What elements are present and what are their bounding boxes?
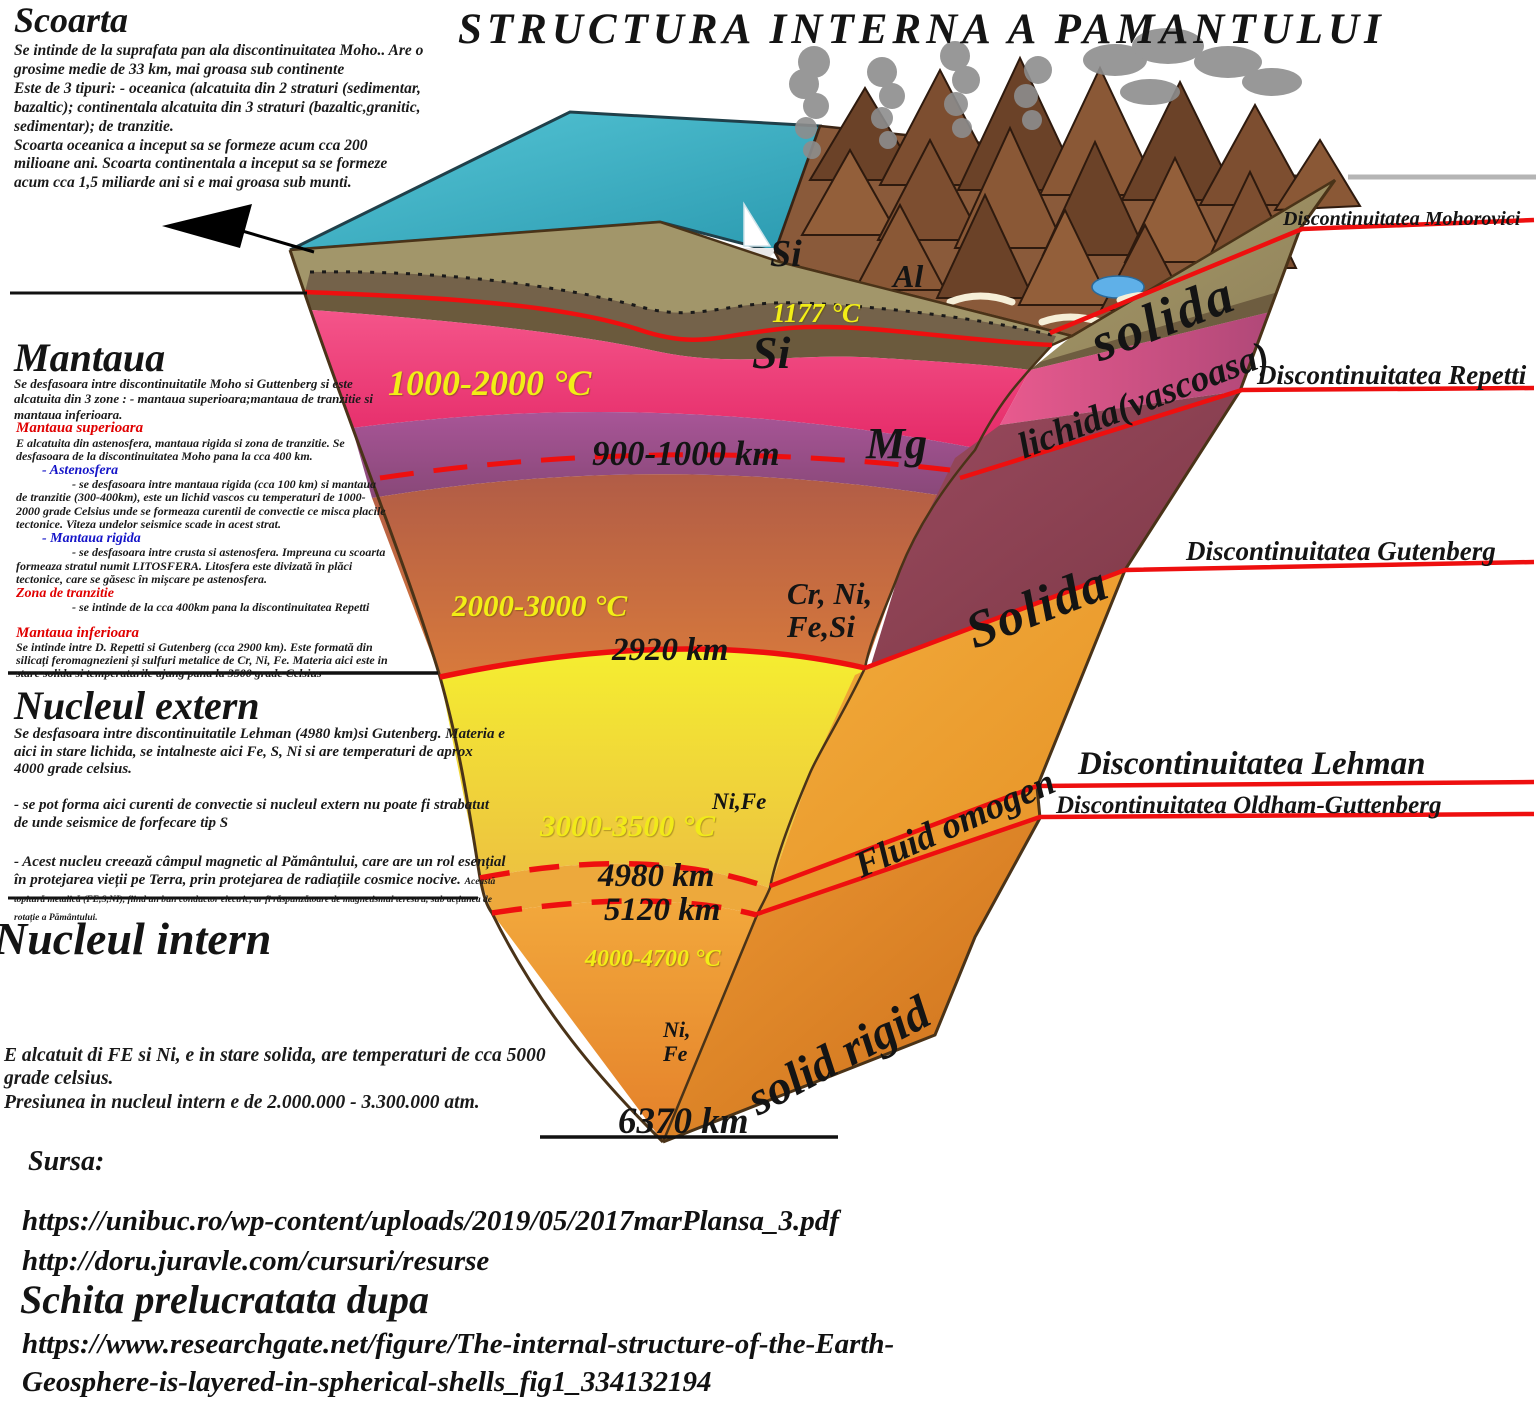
label-si-mantle: Si bbox=[752, 327, 791, 378]
depth-900-dashed bbox=[379, 452, 951, 481]
label-mg: Mg bbox=[866, 419, 928, 468]
label-depth-6370: 6370 km bbox=[618, 1101, 749, 1142]
label-depth-4980: 4980 km bbox=[598, 858, 715, 894]
mantaua-rigida-heading: - Mantaua rigida bbox=[42, 531, 141, 547]
sursa-url-1: https://unibuc.ro/wp-content/uploads/201… bbox=[22, 1205, 839, 1237]
nucleul-extern-heading: Nucleul extern bbox=[14, 683, 260, 728]
sursa-heading: Sursa: bbox=[28, 1146, 105, 1177]
right-face bbox=[663, 180, 1335, 1142]
label-discontinuitatea-lehman: Discontinuitatea Lehman bbox=[1078, 746, 1426, 782]
nucleul-intern-heading: Nucleul intern bbox=[0, 913, 272, 964]
red-lines bbox=[304, 217, 1535, 918]
sub-moho-band bbox=[305, 292, 1052, 370]
scoarta-p1: Se intinde de la suprafata pan ala disco… bbox=[14, 42, 424, 78]
label-discontinuitatea-gutenberg: Discontinuitatea Gutenberg bbox=[1186, 536, 1496, 566]
scoarta-heading: Scoarta bbox=[14, 0, 129, 40]
mantaua-inferioara-body: Se intinde intre D. Repetti si Gutenberg… bbox=[16, 640, 388, 681]
inner-core-cone bbox=[492, 900, 757, 1142]
scoarta-p2: Este de 3 tipuri: - oceanica (alcatuita … bbox=[14, 79, 421, 135]
moho-annotation-line bbox=[1049, 217, 1535, 336]
mantaua-details: Mantaua superioara E alcatuita din asten… bbox=[16, 420, 388, 681]
zona-tranzitie-body: - se intinde de la cca 400km pana la dis… bbox=[72, 600, 370, 615]
label-si-crust: Si bbox=[770, 233, 802, 275]
moho-front-line bbox=[304, 289, 1053, 348]
repetti-annotation-line bbox=[959, 385, 1535, 481]
scoarta-body: Se intinde de la suprafata pan ala disco… bbox=[14, 42, 426, 193]
crust-dotted-line bbox=[309, 270, 1057, 338]
nucleul-extern-p2: - se pot forma aici curenti de convectie… bbox=[14, 797, 489, 831]
gutenberg-annotation-line bbox=[864, 559, 1535, 671]
astenosphere-band bbox=[312, 310, 1030, 448]
sursa-url-3a: https://www.researchgate.net/figure/The-… bbox=[22, 1328, 895, 1360]
sursa-url-2: http://doru.juravle.com/cursuri/resurse bbox=[22, 1245, 490, 1277]
scoarta-arrow bbox=[162, 204, 315, 254]
nucleul-intern-body: E alcatuit di FE si Ni, e in stare solid… bbox=[4, 1044, 564, 1114]
label-temp-1000-2000: 1000-2000 °C bbox=[388, 363, 592, 403]
nucleul-extern-p1: Se desfasoara intre discontinuitatile Le… bbox=[14, 726, 505, 778]
mantaua-inferioara-heading: Mantaua inferioara bbox=[16, 624, 139, 641]
outer-core-band bbox=[440, 649, 865, 888]
label-discontinuitatea-repetti: Discontinuitatea Repetti bbox=[1257, 360, 1527, 390]
label-cr-ni-fe-si: Cr, Ni, Fe,Si bbox=[787, 576, 873, 644]
land-surface bbox=[773, 55, 1362, 509]
astenosfera-heading: - Astenosfera bbox=[42, 462, 119, 478]
depth-2920-line bbox=[439, 646, 866, 680]
page-title: STRUCTURA INTERNA A PAMANTULUI bbox=[458, 6, 1386, 53]
nucleul-intern-p1: E alcatuit di FE si Ni, e in stare solid… bbox=[4, 1045, 546, 1090]
label-depth-5120: 5120 km bbox=[604, 892, 721, 928]
nucleul-extern-body: Se desfasoara intre discontinuitatile Le… bbox=[14, 726, 506, 925]
label-temp-2000-3000: 2000-3000 °C bbox=[452, 588, 628, 623]
mantaua-rigida-body: - se desfasoara intre crusta si astenosf… bbox=[16, 545, 386, 586]
label-ni-fe-inner: Ni, Fe bbox=[663, 1017, 691, 1067]
reference-lines bbox=[8, 174, 1536, 1139]
scoarta-p3: Scoarta oceanica a inceput sa se formeze… bbox=[14, 136, 388, 192]
label-temp-1177: 1177 °C bbox=[772, 298, 861, 328]
mantaua-intro: Se desfasoara intre discontinuitatile Mo… bbox=[14, 376, 373, 422]
lehman-annotation-line bbox=[769, 779, 1535, 889]
label-discontinuitatea-mohorovici: Discontinuitatea Mohorovici bbox=[1283, 208, 1521, 230]
mantaua-superioara-heading: Mantaua superioara bbox=[16, 420, 144, 436]
nucleul-extern-p3-small: Această topitură metalică (FE,S,NI), fii… bbox=[14, 877, 496, 923]
nucleul-intern-p2: Presiunea in nucleul intern e de 2.000.0… bbox=[4, 1091, 480, 1113]
lower-mantle-band bbox=[372, 474, 938, 677]
nucleul-extern-p3: - Acest nucleu creează câmpul magnetic a… bbox=[14, 854, 506, 889]
sursa-note: Schita prelucratata dupa bbox=[20, 1277, 429, 1322]
label-temp-3000-3500: 3000-3500 °C bbox=[540, 808, 716, 843]
volcano-smoke bbox=[789, 28, 1302, 159]
label-ni-fe-outer: Ni,Fe bbox=[712, 789, 767, 814]
mantaua-superioara-body: E alcatuita din astenosfera, mantaua rig… bbox=[16, 435, 345, 463]
depth-4980-dashed bbox=[479, 860, 771, 891]
zona-tranzitie-heading: Zona de tranzitie bbox=[16, 585, 115, 601]
sursa-url-3b: Geosphere-is-layered-in-spherical-shells… bbox=[22, 1366, 712, 1398]
mantaua-heading: Mantaua bbox=[14, 335, 166, 380]
astenosfera-body: - se desfasoara intre mantaua rigida (cc… bbox=[16, 477, 386, 531]
label-depth-900-1000: 900-1000 km bbox=[592, 434, 780, 473]
oldham-annotation-line bbox=[756, 811, 1535, 917]
label-al: Al bbox=[893, 258, 924, 294]
label-depth-2920: 2920 km bbox=[612, 632, 729, 668]
label-temp-4000-4700: 4000-4700 °C bbox=[585, 946, 721, 972]
label-discontinuitatea-oldham-guttenberg: Discontinuitatea Oldham-Guttenberg bbox=[1056, 792, 1442, 819]
